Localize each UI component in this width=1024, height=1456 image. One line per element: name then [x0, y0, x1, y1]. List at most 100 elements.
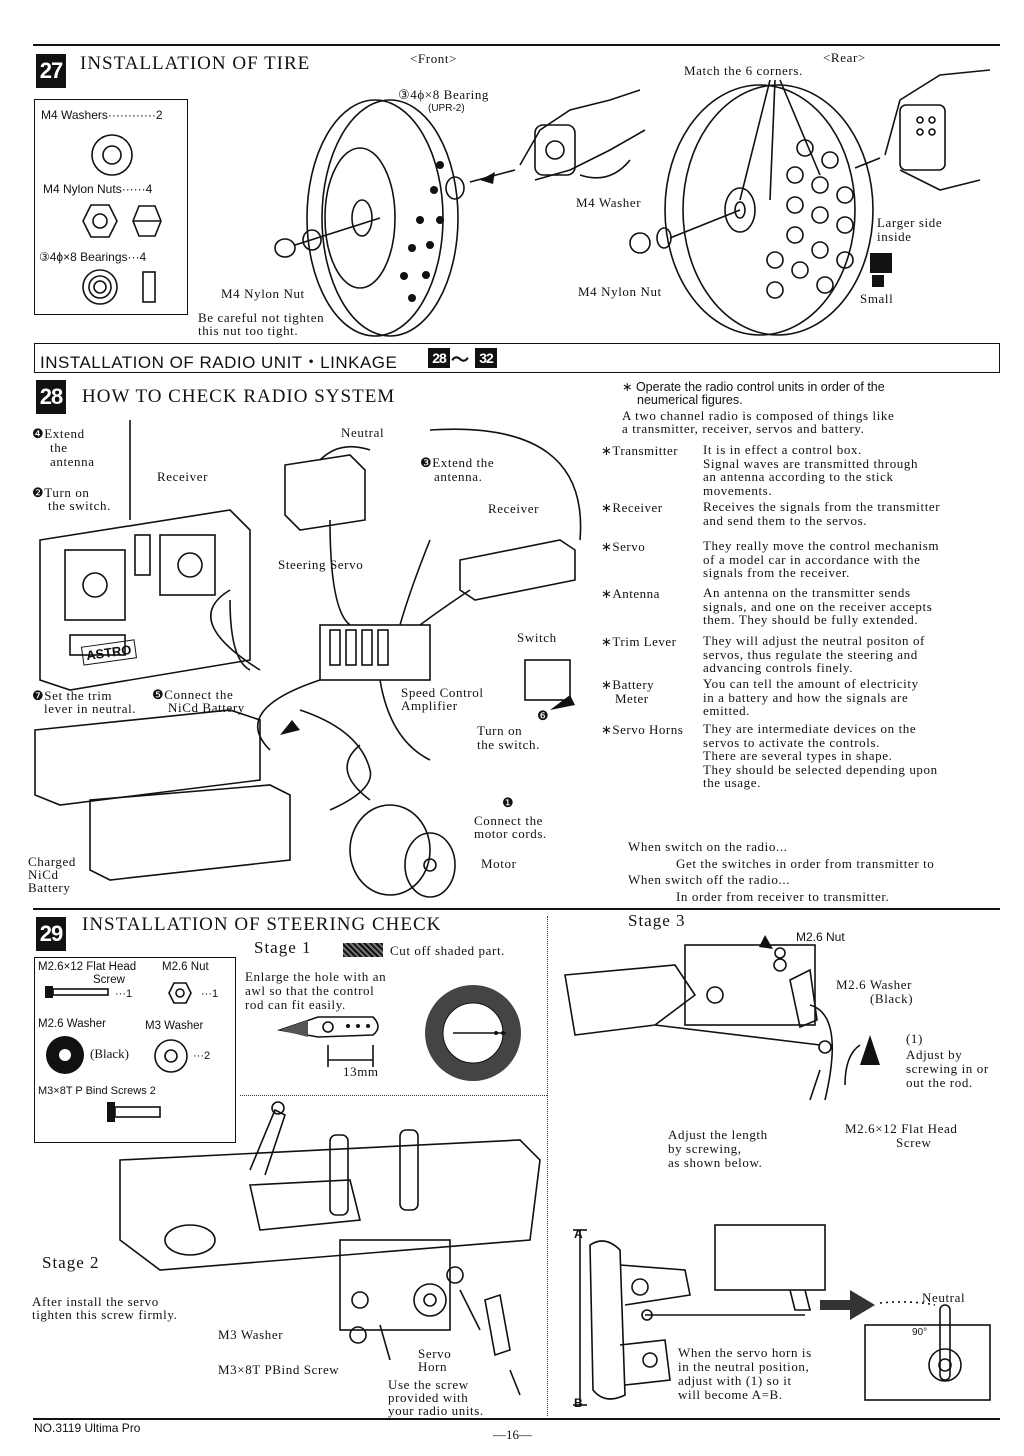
dim-a-label: A — [574, 1227, 583, 1241]
lbl-turn-switch-2: the switch. — [477, 737, 540, 752]
glossary-description: You can tell the amount of electricity — [703, 676, 919, 691]
glossary-description: of a model car in accordance with the — [703, 551, 921, 567]
section-title-tire: INSTALLATION OF TIRE — [80, 53, 311, 74]
glossary-term: ∗Servo — [601, 539, 646, 554]
lbl-charged-3: Battery — [28, 880, 71, 895]
bind-screw-label: M3×8T PBind Screw — [218, 1362, 340, 1377]
section-title-radio: HOW TO CHECK RADIO SYSTEM — [82, 386, 396, 407]
lbl-speed-2: Amplifier — [401, 698, 458, 713]
intro-line-1: ∗ Operate the radio control units in ord… — [622, 380, 885, 394]
glossary-description: signals, and one on the receiver accepts — [703, 598, 933, 614]
washer-label: M4 Washer — [576, 195, 642, 210]
dim-b-label: B — [574, 1396, 583, 1410]
glossary-description: Receives the signals from the transmitte… — [703, 499, 941, 514]
lbl-connect-nicd-2: NiCd Battery — [168, 700, 245, 715]
washer-icon — [91, 134, 133, 176]
m26-nut-label: M2.6 Nut — [796, 930, 845, 944]
stage2-illustration — [119, 1101, 541, 1396]
servo-horn-label-2: Horn — [418, 1359, 448, 1374]
lbl-connect-motor-2: motor cords. — [474, 826, 547, 841]
banner-text: INSTALLATION OF RADIO UNIT・LINKAGE — [40, 353, 398, 372]
glossary-description: They are intermediate devices on the — [703, 721, 917, 736]
nylon-nut-rear-label: M4 Nylon Nut — [578, 284, 662, 299]
larger-side-label-1: Larger side — [877, 215, 943, 230]
stage3-illustration — [564, 935, 880, 1101]
careful-note-1: Be careful not tighten — [198, 310, 325, 325]
adjust-length-2: by screwing, — [668, 1141, 742, 1156]
part-m26washer: M2.6 Washer — [38, 1018, 106, 1030]
shaded-swatch — [343, 943, 383, 957]
stage2-heading: Stage 2 — [42, 1253, 100, 1272]
m26-washer-label-2: (Black) — [870, 991, 914, 1006]
flat-head-label-1: M2.6×12 Flat Head — [845, 1121, 958, 1136]
on-order: Get the switches in order from transmitt… — [676, 856, 935, 871]
careful-note-2: this nut too tight. — [198, 323, 299, 338]
glossary-term: ∗Antenna — [601, 586, 660, 601]
bind-screw-icon — [107, 1102, 161, 1122]
part-screw-qty: ···1 — [115, 988, 133, 1000]
intro-line-4: a transmitter, receiver, servos and batt… — [622, 421, 865, 436]
glossary-description: There are several types in shape. — [703, 748, 893, 764]
flat-head-label-2: Screw — [896, 1135, 932, 1150]
m3-washer-icon — [154, 1039, 188, 1073]
lbl-extend3-2: antenna. — [434, 469, 483, 484]
front-tire-illustration — [274, 89, 646, 337]
front-label: <Front> — [410, 51, 458, 66]
banner-step-from: 28 — [428, 348, 450, 368]
glossary-description: It is in effect a control box. — [703, 442, 862, 457]
lbl-speed-1: Speed Control — [401, 685, 484, 700]
lbl-neutral: Neutral — [341, 425, 385, 440]
glossary-description: signals from the receiver. — [703, 565, 850, 581]
part-bind: M3×8T P Bind Screws 2 — [38, 1085, 156, 1097]
lbl-extend-antenna-1: ❹Extend — [32, 426, 85, 441]
part-m26nut-qty: ···1 — [201, 988, 219, 1000]
glossary-term: ∗Trim Lever — [601, 634, 677, 649]
glossary-description: They will adjust the neutral positon of — [703, 633, 925, 648]
banner-dash: ～ — [451, 350, 469, 370]
intro-text-1: Operate the radio control units in order… — [635, 380, 885, 394]
glossary-term: ∗Servo Horns — [601, 722, 684, 737]
adjust-length-1: Adjust the length — [668, 1127, 768, 1142]
footer-page-number: —16— — [493, 1427, 532, 1442]
adjust-label-4: out the rod. — [906, 1075, 973, 1090]
glossary-description: and send them to the servos. — [703, 512, 868, 528]
nylon-nut-icon — [82, 204, 162, 238]
neutral-label: Neutral — [922, 1290, 966, 1305]
lbl-motor: Motor — [481, 856, 517, 871]
step-number-27: 27 — [36, 54, 66, 88]
neutral-diagram — [573, 1224, 991, 1406]
deg90-label: 90° — [912, 1327, 928, 1338]
lbl-num1: ❶ — [502, 795, 515, 810]
bearing-code: (UPR-2) — [428, 103, 465, 114]
m26-nut-icon — [168, 982, 192, 1004]
match-corners-label: Match the 6 corners. — [684, 63, 803, 78]
lbl-connect-nicd-1: ❺Connect the — [152, 687, 234, 702]
parts-nylon-nuts: M4 Nylon Nuts······4 — [43, 182, 153, 196]
section-rule-29 — [33, 908, 1000, 910]
footer-rule — [33, 1418, 1000, 1420]
glossary-description: an antenna according to the stick — [703, 469, 894, 485]
parts-bearings: ③4ϕ×8 Bearings···4 — [39, 250, 147, 264]
top-rule — [33, 44, 1000, 46]
when-horn-3: adjust with (1) so it — [678, 1373, 792, 1388]
glossary-description: them. They should be fully extended. — [703, 612, 919, 628]
lbl-charged-1: Charged — [28, 854, 77, 869]
stage1-heading: Stage 1 — [254, 938, 312, 957]
glossary-term: ∗Transmitter — [601, 443, 679, 458]
glossary-term: ∗Receiver — [601, 500, 663, 515]
glossary-description: They should be selected depending upon — [703, 761, 938, 777]
banner-step-to: 32 — [475, 348, 497, 368]
section-banner: INSTALLATION OF RADIO UNIT・LINKAGE 28 ～ … — [34, 343, 1000, 373]
step-number-29: 29 — [36, 917, 66, 951]
glossary-description: servos to activate the controls. — [703, 734, 880, 750]
part-flat-head: M2.6×12 Flat Head — [38, 961, 137, 973]
glossary-description: Signal waves are transmitted through — [703, 455, 919, 471]
lbl-extend-antenna-2: the — [50, 440, 68, 455]
glossary-description: movements. — [703, 482, 773, 498]
lbl-extend3-1: ❸Extend the — [420, 455, 495, 470]
rear-tire-illustration — [629, 69, 991, 336]
dotted-divider-stage2 — [240, 1095, 547, 1096]
use-screw-2: provided with — [388, 1390, 469, 1405]
lbl-receiver-left: Receiver — [157, 469, 208, 484]
m3-washer-label: M3 Washer — [218, 1327, 284, 1342]
